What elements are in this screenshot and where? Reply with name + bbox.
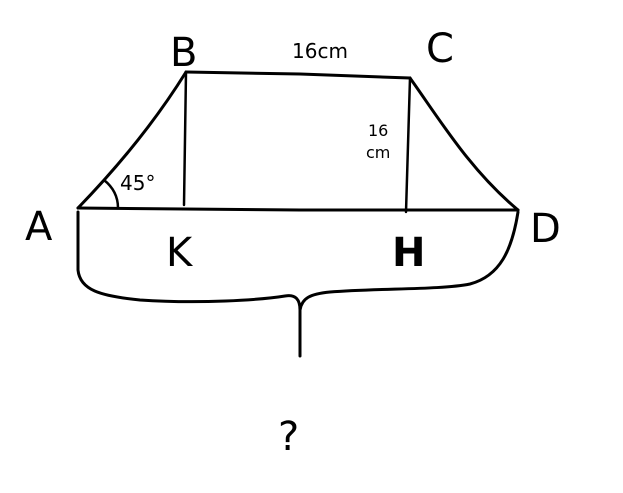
label-bc-length: 16cm (292, 39, 348, 63)
label-height-unit: cm (366, 143, 390, 162)
brace-under-base (76, 210, 520, 358)
label-point-c: C (426, 26, 454, 72)
side-ab (76, 70, 188, 210)
side-bc (184, 70, 412, 80)
label-angle-a: 45° (120, 171, 155, 195)
side-cd (408, 76, 520, 212)
height-bk (182, 70, 188, 207)
label-point-b: B (170, 30, 197, 76)
label-point-h: H (392, 230, 425, 276)
label-point-a: A (25, 204, 53, 250)
label-point-k: K (166, 230, 194, 276)
label-height-value: 16 (368, 121, 388, 140)
label-question: ? (278, 414, 299, 460)
height-ch (404, 76, 412, 214)
base-ad (76, 206, 520, 212)
angle-arc-a (102, 178, 120, 210)
label-point-d: D (530, 206, 561, 252)
